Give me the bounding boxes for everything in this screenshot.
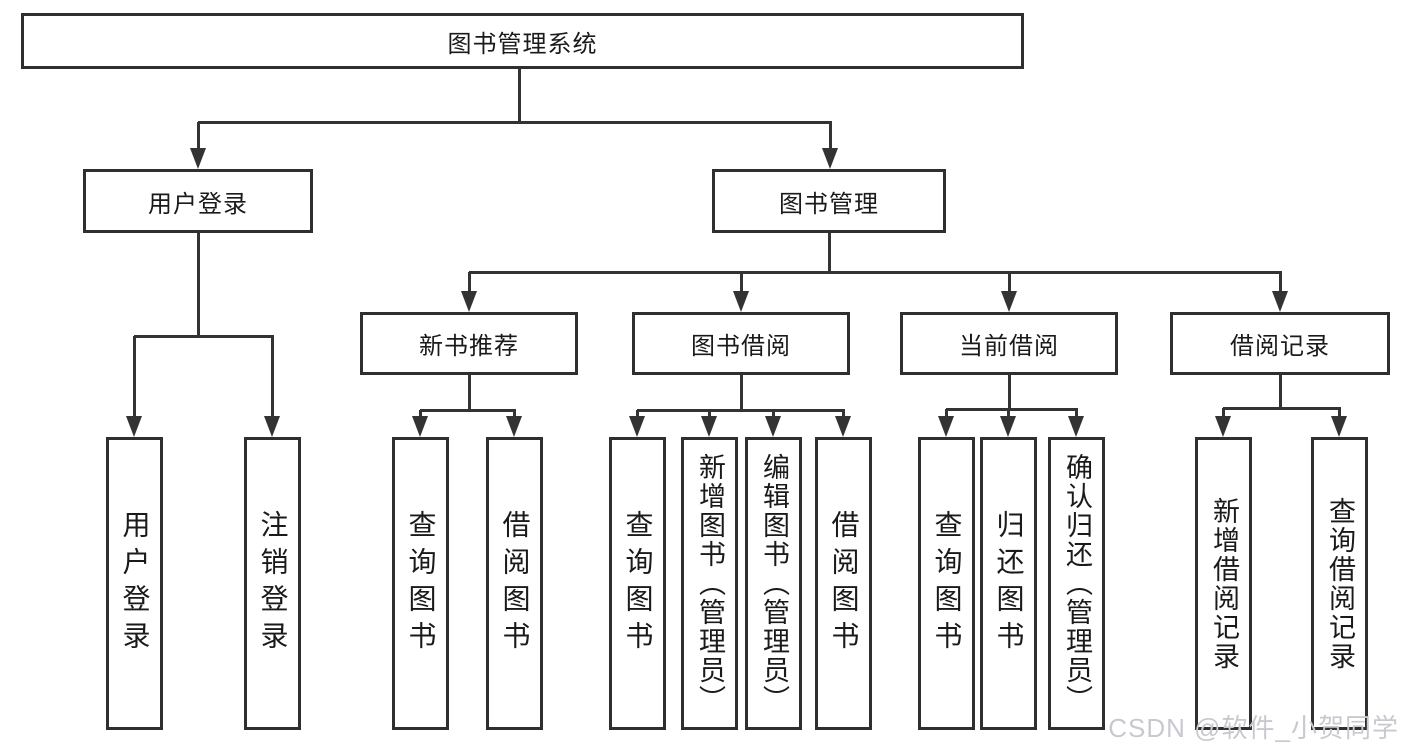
leaf-records-add-record-label: 新增借阅记录 xyxy=(1209,496,1239,671)
node-book-borrow-label: 图书借阅 xyxy=(691,333,791,360)
node-current-borrow: 当前借阅 xyxy=(900,312,1118,375)
arrow-stem xyxy=(418,410,422,421)
node-book-borrow: 图书借阅 xyxy=(632,312,850,375)
connector-line xyxy=(1007,375,1011,410)
arrow-stem xyxy=(132,336,136,421)
leaf-records-add-record: 新增借阅记录 xyxy=(1195,437,1252,730)
node-borrow-records-label: 借阅记录 xyxy=(1230,333,1330,360)
leaf-current-confirm-return: 确认归还（管理员） xyxy=(1048,437,1105,730)
arrowhead-down-icon xyxy=(412,416,428,437)
leaf-current-confirm-return-label: 确认归还（管理员） xyxy=(1062,453,1092,714)
arrow-stem xyxy=(1278,272,1282,296)
connector-line xyxy=(1223,406,1341,410)
arrowhead-down-icon xyxy=(190,148,206,169)
leaf-borrow-edit-book-label: 编辑图书（管理员） xyxy=(759,453,789,714)
node-book-management: 图书管理 xyxy=(712,169,946,233)
arrow-stem xyxy=(1007,272,1011,296)
arrowhead-down-icon xyxy=(461,291,477,312)
arrow-stem xyxy=(828,122,832,153)
arrowhead-down-icon xyxy=(1272,291,1288,312)
node-user-login: 用户登录 xyxy=(83,169,313,233)
node-root: 图书管理系统 xyxy=(21,13,1024,69)
arrow-stem xyxy=(196,122,200,153)
node-user-login-label: 用户登录 xyxy=(148,190,248,218)
connector-line xyxy=(827,233,831,272)
arrowhead-down-icon xyxy=(1001,291,1017,312)
leaf-recommend-query-book-label: 查询图书 xyxy=(405,509,437,658)
arrowhead-down-icon xyxy=(733,291,749,312)
arrowhead-down-icon xyxy=(264,416,280,437)
arrowhead-down-icon xyxy=(938,416,954,437)
arrow-stem xyxy=(771,410,775,421)
arrow-stem xyxy=(1074,409,1078,421)
leaf-user-login: 用户登录 xyxy=(106,437,163,730)
leaf-current-query-book-label: 查询图书 xyxy=(931,509,963,658)
arrow-stem xyxy=(1221,408,1225,421)
arrowhead-down-icon xyxy=(822,148,838,169)
arrow-stem xyxy=(512,410,516,421)
arrowhead-down-icon xyxy=(765,416,781,437)
leaf-recommend-borrow-book-label: 借阅图书 xyxy=(499,509,531,658)
arrowhead-down-icon xyxy=(1331,416,1347,437)
arrow-stem xyxy=(944,409,948,421)
node-new-book-recommend-label: 新书推荐 xyxy=(419,333,519,360)
leaf-user-login-label: 用户登录 xyxy=(119,509,151,658)
arrowhead-down-icon xyxy=(701,416,717,437)
arrowhead-down-icon xyxy=(629,416,645,437)
node-book-management-label: 图书管理 xyxy=(779,190,879,218)
arrow-stem xyxy=(467,272,471,296)
arrow-stem xyxy=(841,410,845,421)
leaf-current-query-book: 查询图书 xyxy=(918,437,975,730)
leaf-borrow-query-book: 查询图书 xyxy=(609,437,666,730)
connector-line xyxy=(469,270,1282,274)
leaf-borrow-add-book-label: 新增图书（管理员） xyxy=(695,453,725,714)
connector-line xyxy=(946,407,1078,411)
connector-line xyxy=(198,120,832,124)
leaf-records-query-record: 查询借阅记录 xyxy=(1311,437,1368,730)
connector-line xyxy=(739,375,743,411)
node-new-book-recommend: 新书推荐 xyxy=(360,312,578,375)
arrowhead-down-icon xyxy=(1068,416,1084,437)
leaf-records-query-record-label: 查询借阅记录 xyxy=(1325,496,1355,671)
leaf-borrow-add-book: 新增图书（管理员） xyxy=(681,437,738,730)
arrowhead-down-icon xyxy=(126,416,142,437)
arrow-stem xyxy=(1337,408,1341,421)
arrowhead-down-icon xyxy=(1000,416,1016,437)
connector-line xyxy=(517,69,521,122)
arrowhead-down-icon xyxy=(835,416,851,437)
leaf-borrow-borrow-book: 借阅图书 xyxy=(815,437,872,730)
arrow-stem xyxy=(635,410,639,421)
leaf-logout-login: 注销登录 xyxy=(244,437,301,730)
leaf-logout-login-label: 注销登录 xyxy=(257,509,289,658)
arrow-stem xyxy=(270,336,274,421)
connector-line xyxy=(637,408,845,412)
connector-line xyxy=(420,408,516,412)
leaf-recommend-query-book: 查询图书 xyxy=(392,437,449,730)
connector-line xyxy=(134,334,274,338)
node-current-borrow-label: 当前借阅 xyxy=(959,333,1059,360)
node-root-label: 图书管理系统 xyxy=(447,30,598,58)
leaf-borrow-query-book-label: 查询图书 xyxy=(622,509,654,658)
arrowhead-down-icon xyxy=(506,416,522,437)
arrow-stem xyxy=(1006,409,1010,421)
node-borrow-records: 借阅记录 xyxy=(1170,312,1390,375)
arrowhead-down-icon xyxy=(1215,416,1231,437)
connector-line xyxy=(467,375,471,411)
leaf-borrow-edit-book: 编辑图书（管理员） xyxy=(745,437,802,730)
arrow-stem xyxy=(707,410,711,421)
leaf-current-return-book-label: 归还图书 xyxy=(993,509,1025,658)
leaf-borrow-borrow-book-label: 借阅图书 xyxy=(828,509,860,658)
leaf-current-return-book: 归还图书 xyxy=(980,437,1037,730)
arrow-stem xyxy=(739,272,743,296)
connector-line xyxy=(196,233,200,336)
leaf-recommend-borrow-book: 借阅图书 xyxy=(486,437,543,730)
connector-line xyxy=(1278,375,1282,409)
